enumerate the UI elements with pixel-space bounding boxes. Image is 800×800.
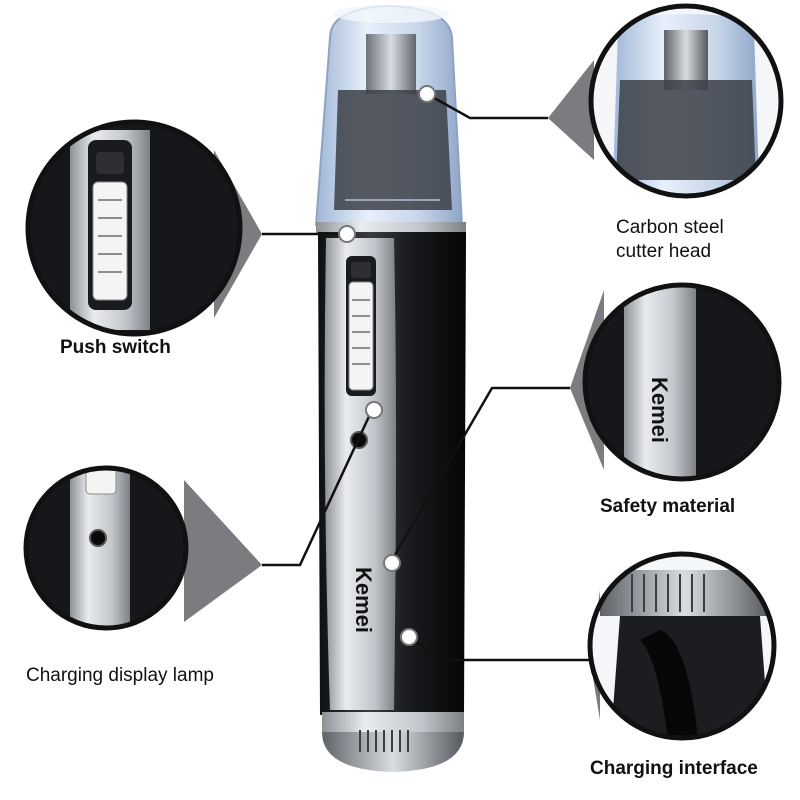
detail-charging-interface xyxy=(587,551,777,741)
callout-dots xyxy=(338,85,436,646)
label-push-switch: Push switch xyxy=(60,337,171,358)
label-cutter-head-line1: Carbon steel xyxy=(616,217,724,238)
detail-cutter-head xyxy=(548,3,784,199)
label-cutter-head: Carbon steel cutter head xyxy=(616,216,724,264)
brand-logo-detail: Kemei xyxy=(647,377,672,443)
detail-charging-lamp xyxy=(23,465,262,631)
detail-safety-material: Kemei xyxy=(570,282,782,482)
label-charging-interface: Charging interface xyxy=(590,758,758,779)
label-safety-material: Safety material xyxy=(600,496,736,517)
label-cutter-head-line2: cutter head xyxy=(616,241,712,262)
label-charging-lamp: Charging display lamp xyxy=(26,665,214,686)
callout-lines xyxy=(262,92,590,662)
detail-push-switch xyxy=(25,119,262,337)
trimmer-body xyxy=(314,4,466,772)
brand-logo-body: Kemei xyxy=(351,567,376,633)
